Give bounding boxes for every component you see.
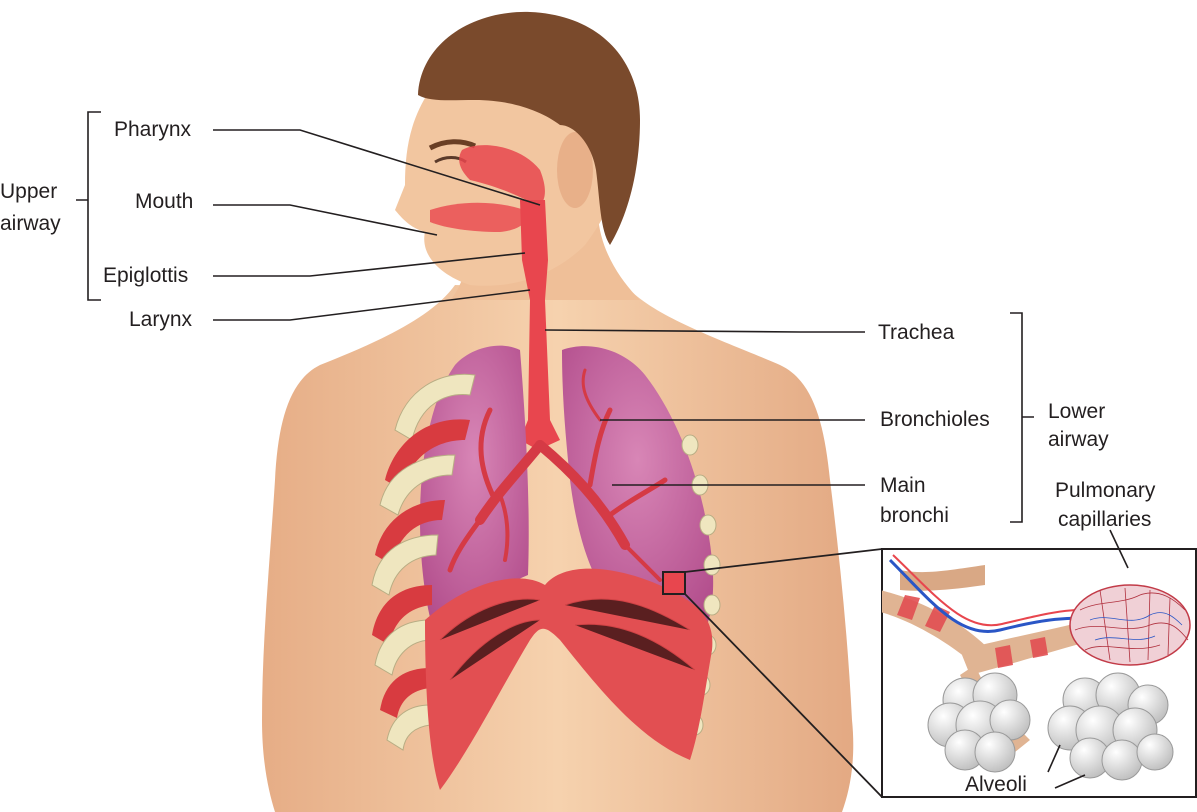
- right-lung: [420, 345, 529, 625]
- alveoli-cluster-left: [927, 672, 1031, 773]
- pharynx-leader: [213, 129, 541, 206]
- ear: [557, 132, 593, 208]
- bronchioles-label: Bronchioles: [880, 408, 990, 431]
- epiglottis-label: Epiglottis: [103, 264, 188, 287]
- pharynx-label: Pharynx: [114, 118, 192, 141]
- bronchial-tree: [447, 368, 668, 582]
- main-bronchi-label-line2: bronchi: [880, 504, 949, 527]
- lower-airway-bracket: [1010, 312, 1034, 523]
- alveoli-label: Alveoli: [965, 773, 1027, 796]
- zoom-connector-bottom: [684, 593, 883, 798]
- capillaries-leader: [1109, 529, 1129, 569]
- diaphragm-striations: [439, 598, 696, 681]
- alveoli-leader-2: [1054, 774, 1086, 789]
- upper-airway-label-line2: airway: [0, 212, 61, 235]
- main-bronchi-label-line1: Main: [880, 474, 926, 497]
- rib-cage: [371, 373, 476, 751]
- labels: Upper airway Pharynx Mouth Epiglottis La…: [0, 118, 1156, 796]
- trachea-label: Trachea: [878, 321, 955, 344]
- left-lung: [562, 346, 714, 630]
- lower-airway-label-line1: Lower: [1048, 400, 1105, 423]
- alveoli-cluster-right: [1047, 672, 1174, 781]
- leader-lines: [213, 129, 1129, 789]
- hair: [418, 11, 640, 245]
- nasal-cavity: [459, 145, 545, 206]
- alveoli-inset: [881, 548, 1197, 798]
- larynx-label: Larynx: [129, 308, 193, 331]
- alveoli-leader-1: [1047, 744, 1061, 773]
- oral-cavity: [430, 202, 530, 232]
- upper-airway-bracket: [76, 111, 101, 301]
- pharynx-larynx-tube: [520, 200, 560, 450]
- mouth-leader: [213, 204, 438, 236]
- mouth-label: Mouth: [135, 190, 193, 213]
- larynx-leader: [213, 289, 531, 321]
- upper-airway-label-line1: Upper: [0, 180, 57, 203]
- pulmonary-capillaries-label-line2: capillaries: [1058, 508, 1151, 531]
- human-figure-illustration: [262, 11, 854, 812]
- lower-airway-label-line2: airway: [1048, 428, 1109, 451]
- eyebrow: [428, 139, 477, 151]
- lung-detail-box: [662, 571, 686, 595]
- zoom-connector-top: [684, 548, 883, 573]
- pulmonary-capillaries-label-line1: Pulmonary: [1055, 479, 1156, 502]
- epiglottis-leader: [213, 252, 526, 277]
- diaphragm: [425, 568, 713, 790]
- trachea-leader: [544, 329, 865, 333]
- torso: [262, 285, 854, 812]
